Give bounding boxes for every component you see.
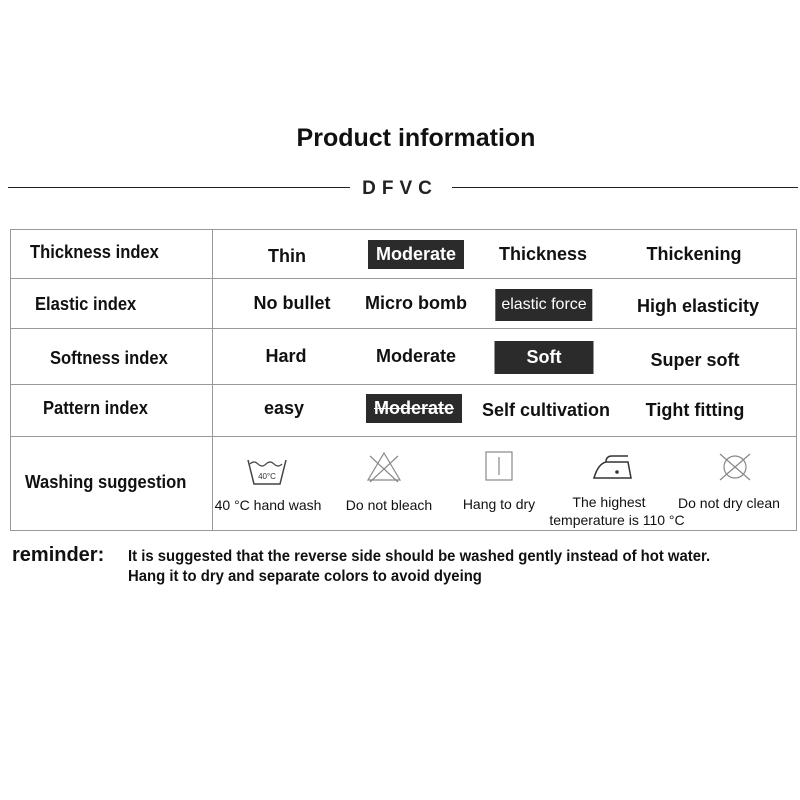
product-info-table: [10, 229, 797, 531]
option: No bullet: [253, 293, 331, 313]
divider-right: [452, 187, 798, 188]
care-label-line2: temperature is 110 °C: [549, 512, 685, 528]
option: Thickening: [646, 244, 742, 264]
option: Super soft: [650, 350, 740, 370]
row-label-elastic: Elastic index: [35, 294, 137, 314]
page-title: Product information: [296, 124, 536, 152]
option-selected: Moderate: [367, 240, 465, 269]
row-label-washing: Washing suggestion: [25, 472, 187, 492]
row-divider: [10, 278, 797, 279]
option: Hard: [265, 346, 307, 366]
hang-dry-icon: [485, 451, 513, 481]
no-dry-clean-icon: [719, 453, 751, 481]
option: Thin: [268, 246, 306, 266]
option: Tight fitting: [645, 400, 745, 420]
care-label: Do not dry clean: [678, 495, 780, 511]
option: High elasticity: [636, 296, 760, 316]
divider-left: [8, 187, 350, 188]
option: Self cultivation: [481, 400, 611, 420]
no-bleach-icon: [366, 451, 402, 483]
reminder-line-1: It is suggested that the reverse side sh…: [128, 548, 711, 565]
care-label: Do not bleach: [345, 497, 433, 513]
hand-wash-40-icon: 40°C: [247, 459, 287, 485]
column-divider: [212, 229, 213, 531]
care-label: Hang to dry: [462, 496, 536, 512]
row-divider: [10, 436, 797, 437]
reminder-label: reminder:: [12, 544, 105, 566]
iron-icon: [593, 455, 632, 479]
reminder-line-2: Hang it to dry and separate colors to av…: [128, 568, 482, 585]
option: Micro bomb: [365, 293, 467, 313]
option-selected: Moderate: [365, 394, 463, 423]
row-label-softness: Softness index: [50, 348, 168, 368]
row-label-pattern: Pattern index: [43, 398, 148, 418]
row-label-thickness: Thickness index: [30, 242, 159, 262]
row-divider: [10, 384, 797, 385]
care-label: The highest: [572, 494, 646, 510]
brand-name: DFVC: [362, 178, 438, 199]
option: easy: [263, 398, 305, 418]
option-selected: elastic force: [495, 289, 593, 321]
row-divider: [10, 328, 797, 329]
option: Thickness: [498, 244, 588, 264]
hand-wash-temp: 40°C: [258, 472, 276, 481]
care-label: 40 °C hand wash: [214, 497, 322, 513]
option: Moderate: [375, 346, 457, 366]
option-selected: Soft: [494, 341, 594, 374]
